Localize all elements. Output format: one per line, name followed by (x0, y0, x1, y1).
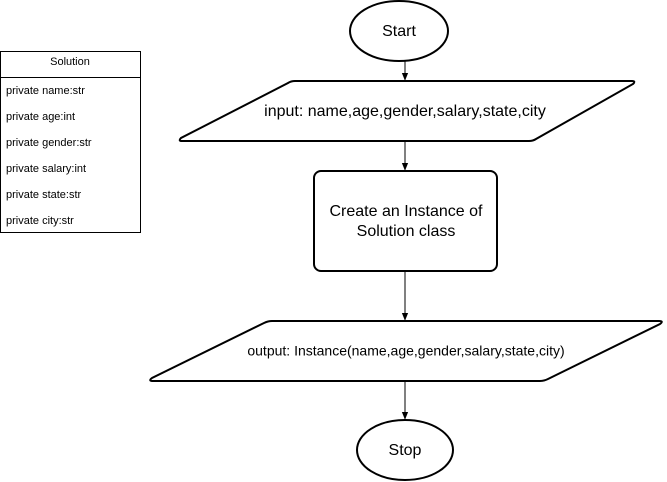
input-node (178, 80, 636, 142)
output-label: output: Instance(name,age,gender,salary,… (247, 343, 564, 359)
stop-label: Stop (389, 442, 422, 459)
class-field-name: private name:str (6, 85, 85, 97)
class-box-title: Solution (50, 56, 90, 68)
solution-class-box: Solution private name:str private age:in… (0, 51, 141, 233)
class-field-city: private city:str (6, 215, 74, 227)
start-node (349, 0, 449, 62)
class-field-salary: private salary:int (6, 163, 86, 175)
class-box-frame (0, 51, 141, 233)
process-label-line1: Create an Instance of (330, 203, 484, 220)
class-field-state: private state:str (6, 189, 82, 201)
start-label: Start (382, 23, 416, 40)
class-field-gender: private gender:str (6, 137, 92, 149)
class-field-age: private age:int (6, 111, 75, 123)
output-node (149, 320, 663, 382)
stop-node (356, 419, 454, 481)
process-node (313, 170, 498, 272)
input-label: input: name,age,gender,salary,state,city (264, 103, 546, 120)
process-label-line2: Solution class (357, 223, 456, 240)
